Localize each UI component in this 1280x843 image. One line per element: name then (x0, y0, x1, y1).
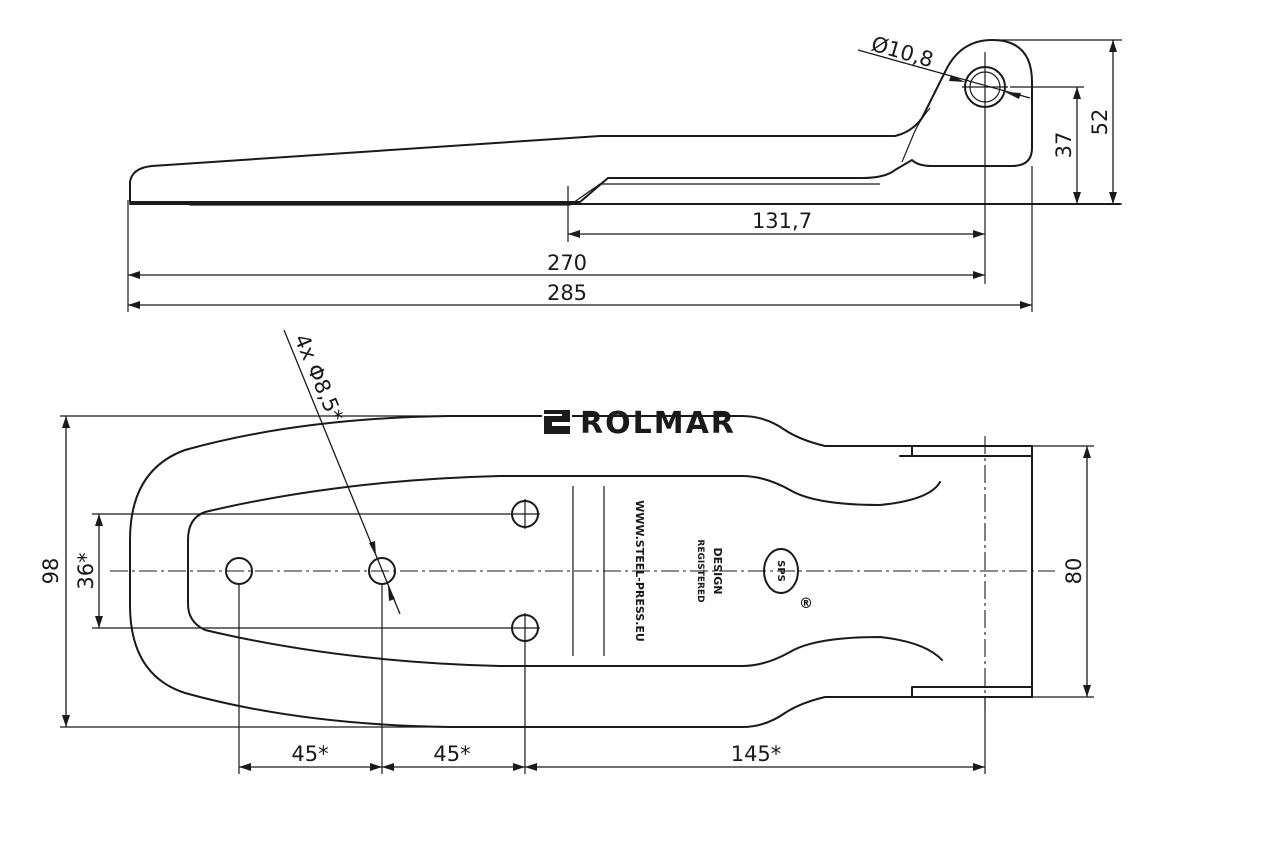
hole-diameter-leader (857, 49, 1031, 99)
rolmar-brand: ROLMAR (580, 406, 736, 441)
top-view: 4x Φ8,5* 98 36* 80 45* 45* (39, 329, 1094, 774)
sps-logo-mark (763, 548, 799, 594)
stamp-markings: WWW.STEEL-PRESS.EU DESIGN REGISTERED SPS… (633, 500, 813, 642)
width-80-label: 80 (1062, 558, 1086, 585)
height-37-label: 37 (1052, 132, 1076, 159)
hole-callout-leader (283, 329, 401, 615)
registered-mark: ® (799, 596, 813, 612)
hole-callout-label: 4x Φ8,5* (289, 331, 347, 426)
hole-diameter-label: Ø10,8 (869, 32, 936, 73)
sps-logo-text: SPS (775, 560, 786, 582)
top-view-outline (129, 415, 913, 728)
height-52-label: 52 (1088, 109, 1112, 136)
spacing-145-label: 145* (731, 742, 782, 766)
length-285-label: 285 (547, 281, 587, 305)
stamp-design-line1: DESIGN (711, 548, 724, 595)
top-view-knuckle-bottom (911, 686, 1033, 698)
width-98-label: 98 (39, 558, 63, 585)
spacing-45-a-label: 45* (291, 742, 328, 766)
stamp-design-line2: REGISTERED (695, 539, 705, 602)
rolmar-logo-icon (542, 408, 572, 435)
length-270-label: 270 (547, 251, 587, 275)
side-view-outline (129, 39, 1033, 203)
stamp-url: WWW.STEEL-PRESS.EU (633, 500, 646, 642)
side-view: Ø10,8 52 37 131,7 270 285 (127, 32, 1122, 312)
spacing-45-b-label: 45* (433, 742, 470, 766)
rolmar-watermark: ROLMAR (542, 406, 736, 441)
top-view-inner-outline (187, 475, 943, 667)
length-131-label: 131,7 (752, 209, 812, 233)
top-view-knuckle-top (899, 445, 1033, 457)
side-view-knuckle-line (901, 107, 931, 163)
spacing-36-label: 36* (74, 552, 98, 589)
